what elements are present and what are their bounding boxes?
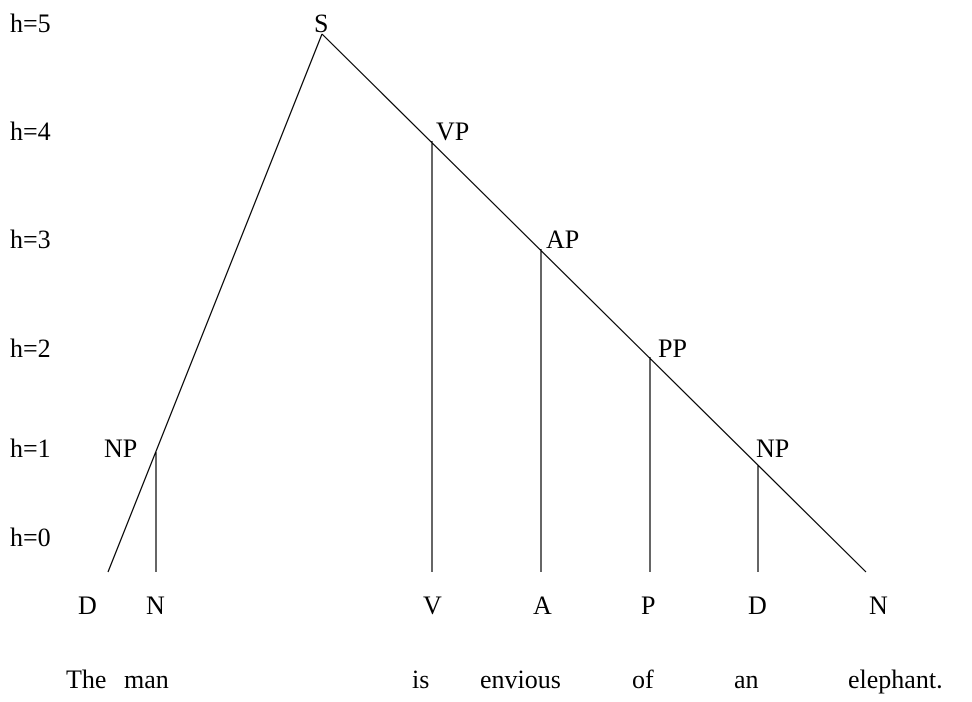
node-pp: PP bbox=[658, 334, 687, 363]
height-label: h=4 bbox=[10, 117, 51, 146]
pos-tag: D bbox=[748, 591, 767, 620]
height-label: h=2 bbox=[10, 334, 51, 363]
node-vp: VP bbox=[436, 117, 469, 146]
pos-tags: D N V A P D N bbox=[78, 591, 888, 620]
height-label: h=5 bbox=[10, 9, 51, 38]
pos-tag: D bbox=[78, 591, 97, 620]
height-labels: h=5 h=4 h=3 h=2 h=1 h=0 bbox=[10, 9, 51, 552]
sentence-words: The man is envious of an elephant. bbox=[66, 665, 943, 694]
word: The bbox=[66, 665, 106, 694]
pos-tag: A bbox=[533, 591, 552, 620]
node-ap: AP bbox=[546, 225, 579, 254]
tree-edges bbox=[107, 33, 867, 573]
phrase-nodes: S VP AP PP NP NP bbox=[104, 9, 789, 463]
word: envious bbox=[480, 665, 561, 694]
edge-s-to-d bbox=[107, 33, 323, 573]
pos-tag: P bbox=[641, 591, 655, 620]
word: an bbox=[734, 665, 759, 694]
word: is bbox=[412, 665, 429, 694]
pos-tag: N bbox=[869, 591, 888, 620]
edge-s-to-n bbox=[321, 33, 867, 573]
height-label: h=0 bbox=[10, 523, 51, 552]
height-label: h=3 bbox=[10, 225, 51, 254]
node-s: S bbox=[314, 9, 328, 38]
pos-tag: V bbox=[423, 591, 442, 620]
word: elephant. bbox=[848, 665, 943, 694]
word: of bbox=[632, 665, 654, 694]
pos-tag: N bbox=[146, 591, 165, 620]
node-np: NP bbox=[756, 434, 789, 463]
height-label: h=1 bbox=[10, 434, 51, 463]
node-np: NP bbox=[104, 434, 137, 463]
word: man bbox=[124, 665, 169, 694]
